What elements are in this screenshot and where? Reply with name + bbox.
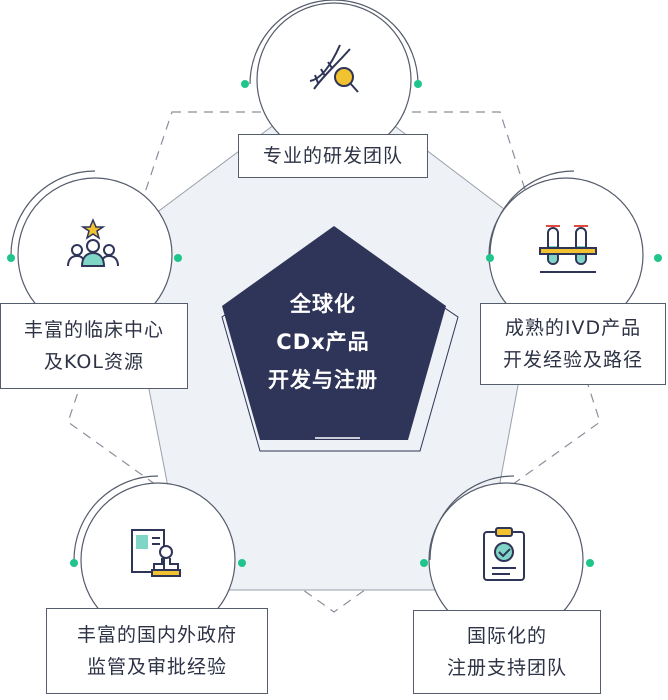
document-stamp-icon (131, 529, 181, 577)
clipboard-check-icon (483, 527, 525, 581)
node-label-ivd: 成熟的IVD产品 开发经验及路径 (480, 303, 666, 385)
center-title-line-2: CDx产品 (276, 330, 370, 354)
node-label-reg: 国际化的 注册支持团队 (413, 610, 601, 694)
node-label-gov: 丰富的国内外政府 监管及审批经验 (46, 608, 268, 694)
node-label-gov-line-1: 丰富的国内外政府 (76, 624, 237, 646)
test-tubes-icon (539, 225, 597, 273)
node-label-ivd-line-1: 成熟的IVD产品 (504, 317, 642, 339)
node-label-kol-line-1: 丰富的临床中心 (23, 319, 164, 341)
node-label-reg-line-2: 注册支持团队 (446, 657, 567, 679)
center-title: 全球化 CDx产品 开发与注册 (248, 285, 398, 399)
dna-magnifier-icon (309, 44, 359, 93)
center-title-line-1: 全球化 (290, 292, 356, 316)
node-label-kol-line-2: 及KOL资源 (44, 351, 144, 373)
center-title-line-3: 开发与注册 (268, 368, 378, 392)
team-star-icon (67, 218, 119, 267)
node-label-rd-line-1: 专业的研发团队 (262, 145, 403, 167)
node-label-kol: 丰富的临床中心 及KOL资源 (0, 303, 188, 389)
node-label-rd: 专业的研发团队 (238, 134, 428, 178)
node-label-ivd-line-2: 开发经验及路径 (502, 349, 643, 371)
node-label-gov-line-2: 监管及审批经验 (86, 656, 227, 678)
center-pentagon (222, 226, 446, 440)
node-label-reg-line-1: 国际化的 (466, 625, 547, 647)
